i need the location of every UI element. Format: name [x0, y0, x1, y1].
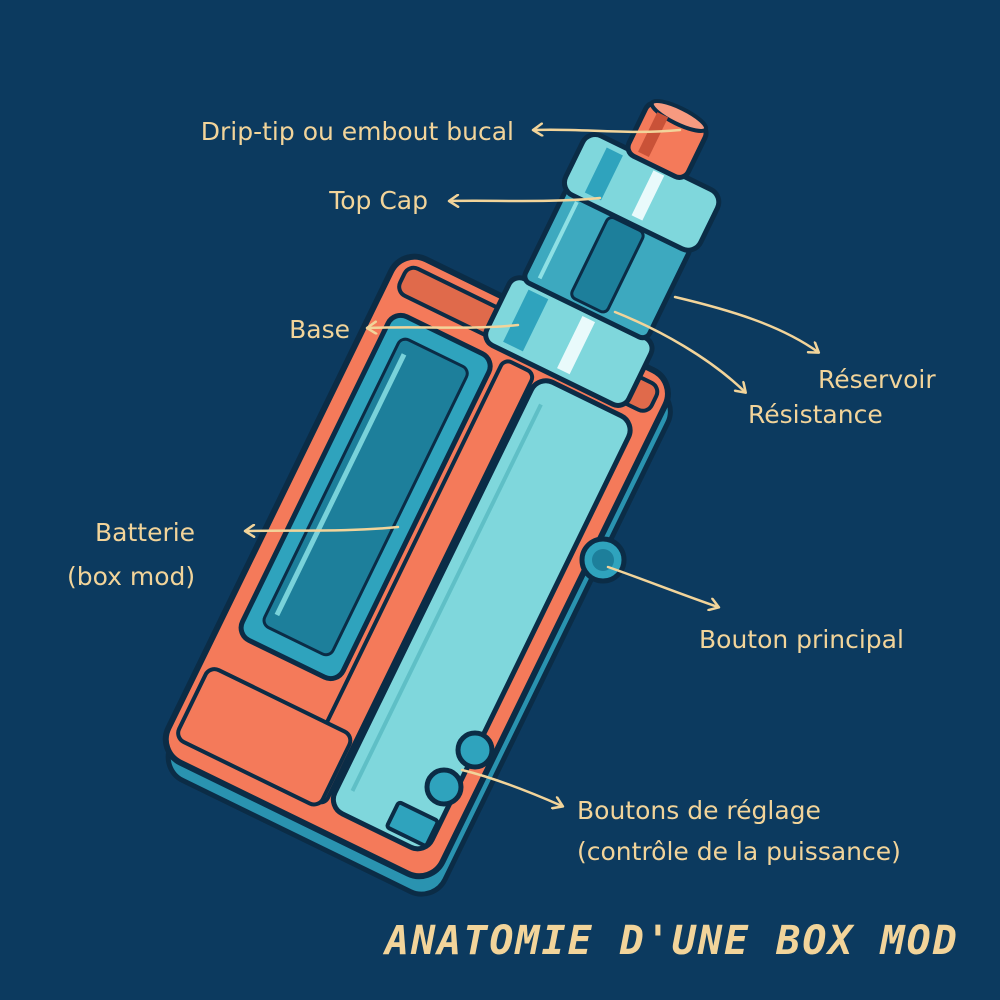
arrow-bouton-principal — [606, 565, 718, 607]
label-bouton-principal: Bouton principal — [699, 625, 904, 654]
annotation-arrows — [246, 130, 818, 806]
label-reservoir: Réservoir — [818, 365, 936, 394]
label-boutons-reglage-sub: (contrôle de la puissance) — [577, 837, 901, 866]
label-boutons-reglage: Boutons de réglage — [577, 796, 821, 825]
arrow-drip-tip — [534, 130, 682, 132]
label-top-cap: Top Cap — [329, 186, 428, 215]
label-base: Base — [289, 315, 350, 344]
tank — [483, 98, 722, 408]
device — [162, 98, 722, 897]
label-drip-tip: Drip-tip ou embout bucal — [200, 117, 514, 146]
adjust-button-up[interactable] — [455, 730, 495, 770]
display-screen — [385, 800, 440, 848]
arrow-resistance — [613, 310, 745, 392]
mod-body — [162, 253, 673, 897]
arrow-base — [368, 325, 520, 328]
arrow-boutons-reglage — [460, 768, 562, 806]
label-resistance: Résistance — [748, 400, 883, 429]
main-button[interactable] — [579, 536, 627, 584]
arrow-reservoir — [673, 295, 818, 352]
arrow-top-cap — [450, 198, 602, 201]
label-batterie-sub: (box mod) — [67, 562, 196, 591]
arrow-batterie — [246, 527, 400, 531]
label-batterie: Batterie — [95, 518, 196, 547]
page-title: ANATOMIE D'UNE BOX MOD — [385, 918, 959, 964]
adjust-button-down[interactable] — [424, 767, 464, 807]
